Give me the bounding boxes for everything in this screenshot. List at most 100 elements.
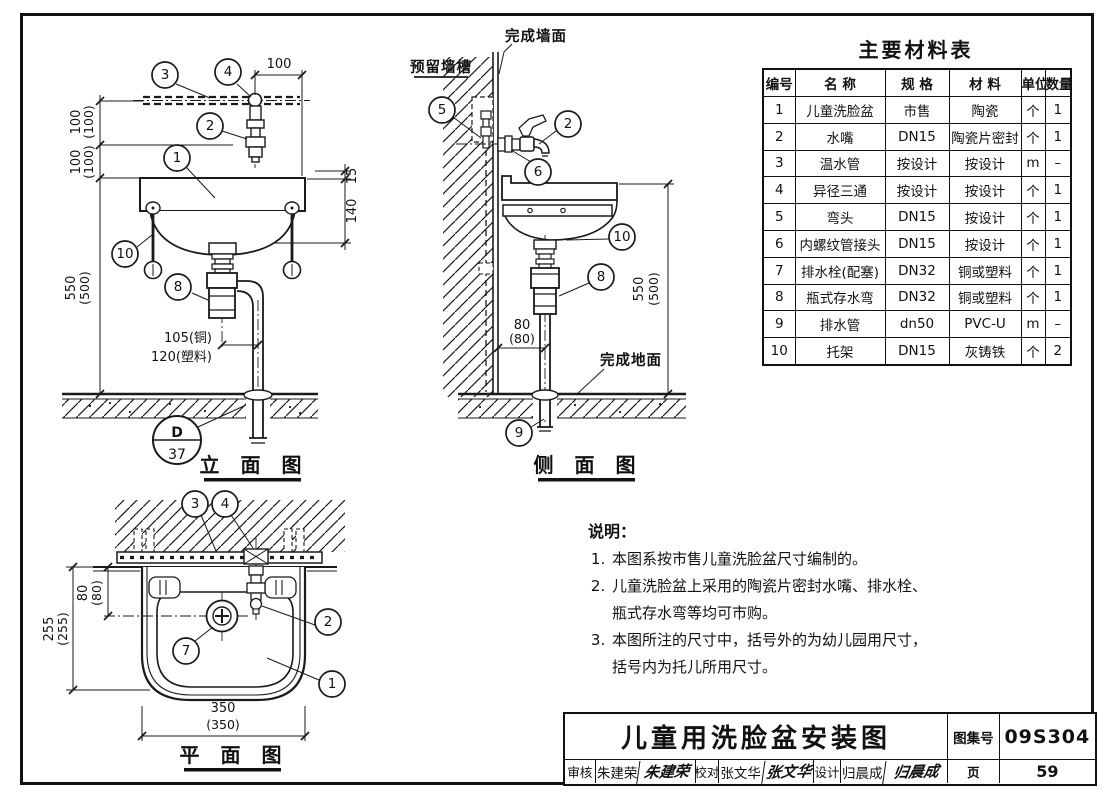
cell-no: 10: [762, 337, 796, 366]
table-row: 10 托架 DN15 灰铸铁 个 2: [762, 337, 1072, 366]
page-border: [20, 13, 1094, 785]
dim-550-left: 550: [64, 276, 79, 301]
balloon-7: 7: [182, 643, 191, 659]
cell-name: 排水栓(配塞): [794, 256, 886, 285]
balloon-8: 8: [174, 279, 183, 295]
offset-copper: 105(铜): [164, 331, 212, 346]
check-name: 张文华: [717, 760, 763, 783]
note-text: 本图系按市售儿童洗脸盆尺寸编制的。: [612, 550, 868, 568]
table-row: 9 排水管 dn50 PVC-U m –: [762, 310, 1072, 339]
balloon-4: 4: [224, 64, 233, 80]
drawing-title: 儿童用洗脸盆安装图: [621, 724, 892, 754]
table-row: 4 异径三通 按设计 按设计 个 1: [762, 176, 1072, 205]
detail-letter: D: [171, 425, 183, 441]
cell-spec: dn50: [884, 310, 950, 339]
balloon-9: 9: [515, 425, 524, 441]
check-label: 校对: [695, 760, 718, 783]
cell-no: 8: [762, 283, 796, 312]
cell-qty: 1: [1044, 96, 1072, 124]
balloon-2: 2: [564, 116, 573, 132]
page-label: 页: [947, 760, 999, 783]
cell-spec: 按设计: [884, 176, 950, 205]
review-signature: 朱建荣: [636, 759, 697, 784]
cell-qty: 1: [1044, 203, 1072, 231]
dim-100p-left1: (100): [81, 105, 96, 139]
cell-spec: DN32: [884, 283, 950, 312]
cell-spec: 按设计: [884, 149, 950, 178]
balloon-1: 1: [328, 676, 337, 692]
col-header: 规 格: [884, 68, 950, 97]
cell-no: 3: [762, 149, 796, 178]
table-row: 2 水嘴 DN15 陶瓷片密封 个 1: [762, 122, 1072, 151]
cell-material: 陶瓷: [948, 96, 1022, 124]
notes-section: 说明： 本图系按市售儿童洗脸盆尺寸编制的。 儿童洗脸盆上采用的陶瓷片密封水嘴、排…: [588, 518, 960, 681]
cell-unit: 个: [1020, 122, 1046, 151]
atlas-no-label: 图集号: [947, 714, 999, 759]
cell-name: 排水管: [794, 310, 886, 339]
dim-140: 140: [345, 199, 360, 224]
note-text: 本图所注的尺寸中，括号外的为幼儿园用尺寸，括号内为托儿所用尺寸。: [612, 631, 928, 676]
cell-name: 水嘴: [794, 122, 886, 151]
title-block: 儿童用洗脸盆安装图 图集号 09S304 审核 朱建荣 朱建荣 校对 张文华 张…: [563, 712, 1097, 786]
dim-255p-plan: (255): [55, 612, 70, 646]
cell-qty: 2: [1044, 337, 1072, 366]
cell-name: 温水管: [794, 149, 886, 178]
design-signature: 归晨成: [881, 758, 949, 785]
table-row: 1 儿童洗脸盆 市售 陶瓷 个 1: [762, 96, 1072, 124]
balloon-10: 10: [116, 246, 133, 262]
cell-name: 内螺纹管接头: [794, 229, 886, 258]
balloon-10: 10: [613, 229, 630, 245]
cell-unit: 个: [1020, 283, 1046, 312]
cell-qty: 1: [1044, 122, 1072, 151]
col-header: 数量: [1044, 68, 1072, 97]
balloon-8: 8: [597, 269, 606, 285]
cell-name: 异径三通: [794, 176, 886, 205]
cell-spec: DN32: [884, 256, 950, 285]
dim-350-plan: 350: [211, 701, 236, 716]
cell-qty: 1: [1044, 256, 1072, 285]
wall-finish-label: 完成墙面: [505, 27, 567, 45]
cell-qty: –: [1044, 149, 1072, 178]
notes-list: 本图系按市售儿童洗脸盆尺寸编制的。 儿童洗脸盆上采用的陶瓷片密封水嘴、排水栓、瓶…: [610, 546, 940, 681]
notes-title: 说明：: [588, 522, 637, 541]
col-header: 编号: [762, 68, 796, 97]
plan-view-label: 平 面 图: [180, 743, 289, 767]
cell-unit: 个: [1020, 337, 1046, 366]
col-header: 名 称: [794, 68, 886, 97]
balloon-3: 3: [161, 67, 170, 83]
dim-100-left1: 100: [69, 110, 84, 135]
side-view-linework: [414, 43, 686, 432]
cell-unit: 个: [1020, 176, 1046, 205]
wall-groove-label: 预留墙槽: [410, 58, 472, 76]
balloon-2: 2: [206, 118, 215, 134]
dim-80p-plan: (80): [89, 580, 104, 606]
materials-table: 编号 名 称 规 格 材 料 单位 数量 1 儿童洗脸盆 市售 陶瓷 个 1 2…: [762, 68, 1072, 366]
check-signature: 张文华: [760, 759, 815, 784]
col-header: 单位: [1020, 68, 1046, 97]
offset-plastic: 120(塑料): [151, 350, 212, 365]
dim-80-plan: 80: [76, 585, 91, 602]
cell-material: 按设计: [948, 229, 1022, 258]
col-header: 材 料: [948, 68, 1022, 97]
dim-80-side: 80: [514, 318, 531, 333]
cell-name: 瓶式存水弯: [794, 283, 886, 312]
cell-no: 7: [762, 256, 796, 285]
cell-unit: m: [1020, 149, 1046, 178]
table-row: 3 温水管 按设计 按设计 m –: [762, 149, 1072, 178]
cell-unit: 个: [1020, 256, 1046, 285]
cell-qty: 1: [1044, 176, 1072, 205]
atlas-no-value: 09S304: [998, 714, 1095, 759]
design-label: 设计: [813, 760, 840, 783]
balloon-4: 4: [221, 496, 230, 512]
cell-qty: 1: [1044, 283, 1072, 312]
cell-qty: –: [1044, 310, 1072, 339]
title-block-row1: 儿童用洗脸盆安装图 图集号 09S304: [565, 714, 1095, 759]
cell-name: 弯头: [794, 203, 886, 231]
cell-material: PVC-U: [948, 310, 1022, 339]
note-item: 儿童洗脸盆上采用的陶瓷片密封水嘴、排水栓、瓶式存水弯等均可市购。: [610, 573, 940, 627]
cell-material: 陶瓷片密封: [948, 122, 1022, 151]
cell-name: 儿童洗脸盆: [794, 96, 886, 124]
review-label: 审核: [567, 765, 593, 780]
note-item: 本图系按市售儿童洗脸盆尺寸编制的。: [610, 546, 940, 573]
dim-100-left2: 100: [69, 150, 84, 175]
